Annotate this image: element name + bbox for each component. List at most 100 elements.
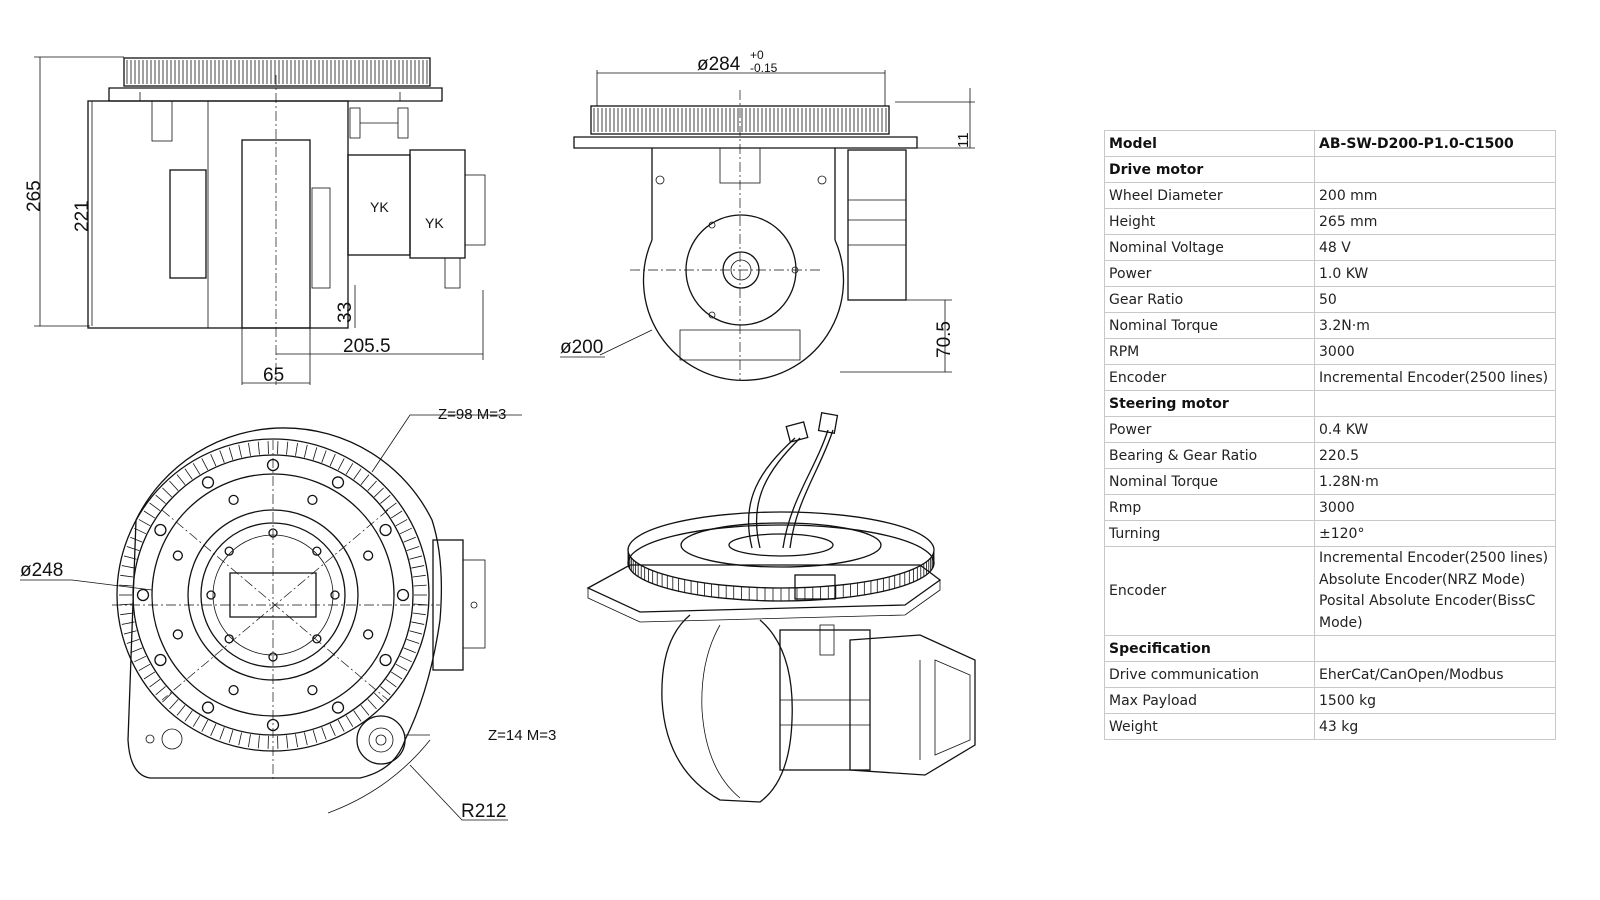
gear-tooth: [360, 704, 370, 716]
gear-tooth: [385, 679, 397, 688]
bolt-hole: [172, 629, 183, 640]
gear-tooth: [380, 686, 391, 696]
label-ring-gear: Z=98 M=3: [438, 406, 506, 423]
gear-tooth: [409, 555, 423, 560]
gear-tooth: [126, 546, 140, 551]
spec-row-label: Drive communication: [1104, 661, 1315, 688]
dim-height-total: 265: [24, 180, 45, 212]
spec-section-empty: [1314, 156, 1556, 183]
spec-row-value: EherCat/CanOpen/Modbus: [1314, 661, 1556, 688]
bolt-hole: [268, 652, 278, 662]
gear-tooth: [176, 704, 186, 716]
bolt-hole: [201, 701, 215, 714]
gear-tooth: [303, 732, 308, 746]
bolt-hole: [331, 701, 345, 714]
spec-row-value: 0.4 KW: [1314, 416, 1556, 443]
spec-row-value: 200 mm: [1314, 182, 1556, 209]
spec-section-empty: [1314, 390, 1556, 417]
spec-row-value-line: Incremental Encoder(2500 lines): [1319, 550, 1549, 566]
gear-tooth: [321, 450, 327, 463]
gear-tooth: [238, 732, 243, 746]
gear-tooth: [385, 502, 397, 511]
spec-row-label: Power: [1104, 260, 1315, 287]
gear-tooth: [295, 442, 298, 456]
bolt-hole: [224, 634, 234, 644]
dim-gear-tolerance-lower: -0.15: [750, 61, 778, 75]
gear-tooth: [123, 555, 137, 560]
spec-row-label: Weight: [1104, 713, 1315, 740]
dim-gear-tolerance-upper: +0: [750, 48, 764, 62]
gear-tooth: [286, 441, 289, 455]
spec-row-label: Turning: [1104, 520, 1315, 547]
spec-row-value-line: Posital Absolute Encoder(BissC: [1319, 593, 1536, 609]
bolt-hole: [228, 685, 239, 696]
gear-tooth: [374, 692, 384, 703]
spec-model-label: Model: [1104, 130, 1315, 157]
bolt-hole: [136, 588, 150, 602]
gear-tooth: [228, 730, 234, 743]
spec-section-header: Specification: [1104, 635, 1556, 662]
iso-gear-teeth: [627, 550, 935, 601]
dim-axle-height: 70.5: [934, 321, 955, 358]
bolt-hole: [266, 718, 280, 732]
dim-ground-clearance: 33: [335, 302, 356, 323]
gear-tooth: [120, 574, 134, 578]
bolt-hole: [154, 523, 167, 537]
gear-tooth: [162, 487, 172, 498]
bolt-hole: [307, 494, 318, 505]
gear-tooth: [210, 723, 217, 736]
gear-tooth: [380, 494, 391, 504]
gear-tooth: [138, 663, 151, 671]
gear-tooth: [353, 468, 362, 480]
top-ring-gear-teeth: [119, 441, 427, 749]
spec-row-value: 1.28N·m: [1314, 468, 1556, 495]
bolt-hole: [154, 653, 167, 667]
front-gear-teeth: [593, 108, 887, 132]
gear-tooth: [155, 686, 166, 696]
gear-tooth: [248, 734, 251, 748]
gear-tooth: [395, 519, 408, 527]
gear-tooth: [126, 639, 140, 644]
gear-tooth: [143, 671, 156, 680]
spec-row-label: Bearing & Gear Ratio: [1104, 442, 1315, 469]
spec-row-label: Height: [1104, 208, 1315, 235]
spec-row-label: Gear Ratio: [1104, 286, 1315, 313]
gear-tooth: [130, 647, 143, 654]
gear-tooth: [192, 715, 201, 727]
bolt-hole: [201, 476, 215, 489]
bolt-hole: [379, 523, 392, 537]
spec-row-value: 1500 kg: [1314, 687, 1556, 714]
side-motor-label-1: YK: [370, 199, 389, 215]
spec-row-label: Power: [1104, 416, 1315, 443]
spec-row: Turning±120°: [1104, 520, 1556, 547]
spec-row-value: 3000: [1314, 338, 1556, 365]
spec-model-value: AB-SW-D200-P1.0-C1500: [1314, 130, 1556, 157]
gear-tooth: [184, 468, 193, 480]
gear-tooth: [295, 734, 298, 748]
gear-tooth: [403, 536, 416, 543]
spec-row-label: Max Payload: [1104, 687, 1315, 714]
gear-tooth: [337, 719, 345, 732]
gear-tooth: [219, 450, 225, 463]
spec-row-value: 3000: [1314, 494, 1556, 521]
spec-row-value: 3.2N·m: [1314, 312, 1556, 339]
gear-tooth: [406, 639, 420, 644]
gear-tooth: [138, 519, 151, 527]
spec-row-label: Nominal Torque: [1104, 312, 1315, 339]
spec-section-title: Steering motor: [1104, 390, 1315, 417]
spec-section-title: Specification: [1104, 635, 1315, 662]
gear-tooth: [169, 699, 179, 710]
top-bolt-holes: [136, 458, 410, 732]
bolt-hole: [312, 546, 322, 556]
gear-tooth: [345, 463, 354, 475]
gear-tooth: [395, 663, 408, 671]
